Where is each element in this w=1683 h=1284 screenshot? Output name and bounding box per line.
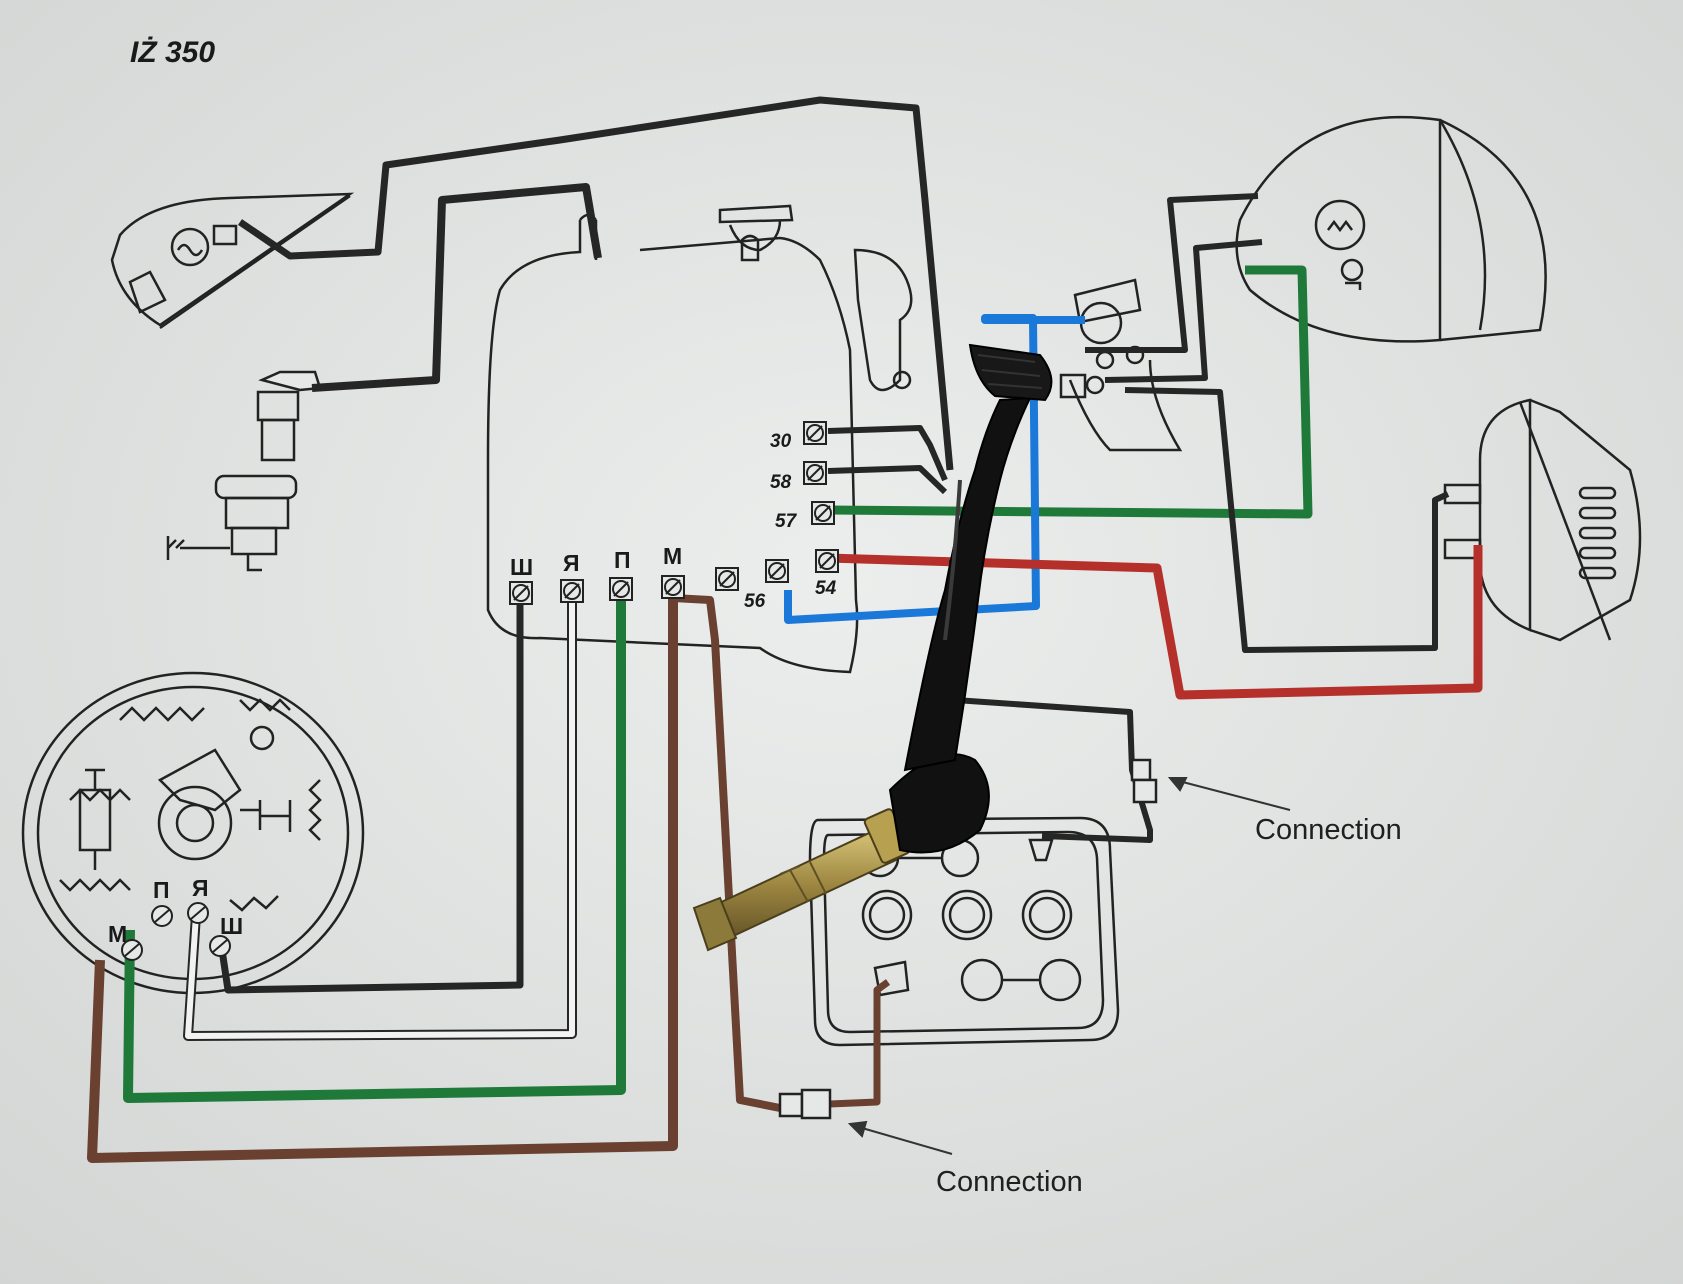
magneto-terminals [121, 902, 231, 961]
label-magneto-p: П [153, 877, 170, 903]
connection-fitting-lower [778, 1088, 832, 1120]
spark-plug [166, 370, 322, 572]
terminal-sh [509, 581, 533, 605]
label-magneto-ya: Я [192, 875, 209, 901]
diagram-title: IŻ 350 [130, 36, 215, 69]
label-magneto-m: М [108, 921, 127, 947]
terminal-54 [815, 549, 839, 573]
kickstart-lever [692, 343, 1053, 952]
instrument-housing [486, 204, 913, 674]
control-box [808, 816, 1120, 1047]
terminal-blank [715, 567, 739, 591]
callout-connection-lower: Connection [936, 1166, 1083, 1198]
headlight [1235, 115, 1547, 343]
terminal-57 [811, 501, 835, 525]
ignition-switch [1059, 278, 1183, 452]
label-terminal-58: 58 [770, 472, 792, 493]
label-connector-sh: Ш [510, 554, 533, 580]
callout-connection-upper: Connection [1255, 814, 1402, 846]
terminal-58 [803, 461, 827, 485]
label-connector-p: П [614, 547, 631, 573]
kickstart-shaft [692, 808, 911, 952]
horn [1443, 398, 1642, 642]
terminal-56 [765, 559, 789, 583]
label-connector-ya: Я [563, 550, 580, 576]
terminal-p [609, 577, 633, 601]
terminal-m [661, 575, 685, 599]
terminal-strip [509, 421, 839, 605]
connection-fitting-upper [1130, 758, 1158, 804]
terminal-ya [560, 579, 584, 603]
label-terminal-56: 56 [744, 591, 766, 612]
terminal-30 [803, 421, 827, 445]
label-terminal-30: 30 [770, 431, 792, 452]
label-terminal-57: 57 [775, 511, 798, 532]
label-magneto-sh: Ш [220, 913, 243, 939]
callout-arrows [847, 777, 1291, 1155]
label-terminal-54: 54 [815, 578, 837, 599]
tail-light [110, 192, 355, 330]
label-connector-m: М [663, 543, 682, 569]
